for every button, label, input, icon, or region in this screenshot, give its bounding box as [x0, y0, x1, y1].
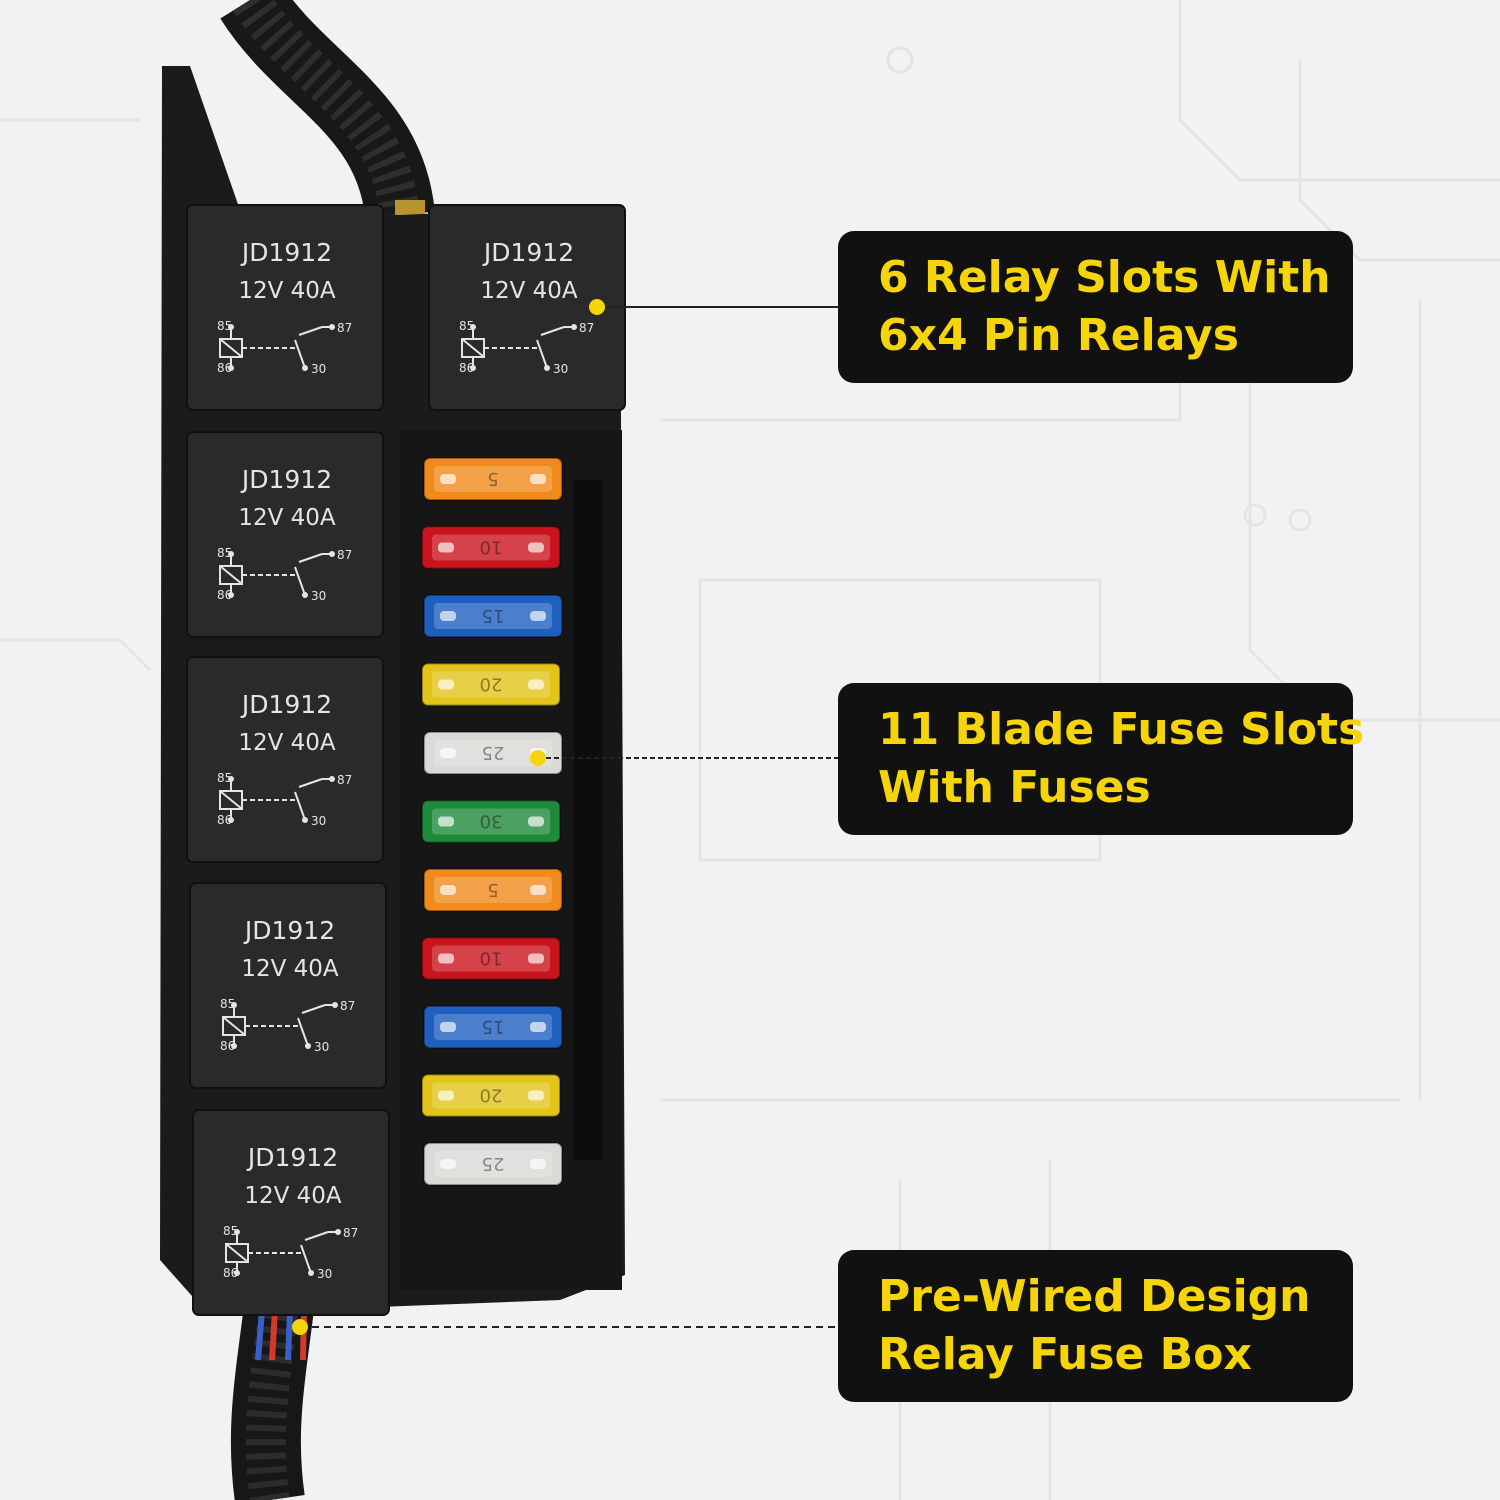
relay-model-label: JD1912 [240, 238, 332, 267]
marker-dot-fuse [530, 750, 546, 766]
callout-line: Pre-Wired Design [878, 1271, 1311, 1322]
relay-pin-label: 86 [217, 813, 232, 827]
fuse-rating-label: 10 [480, 537, 503, 558]
fuse-rating-label: 25 [482, 1153, 505, 1174]
relay-schematic-icon [219, 553, 332, 596]
callout-line: 6 Relay Slots With [878, 252, 1331, 303]
blade-fuse: 10 [421, 936, 561, 981]
callout-line: With Fuses [878, 762, 1151, 813]
relay-rating-label: 12V 40A [238, 730, 336, 756]
relay-pin-label: 85 [223, 1224, 238, 1238]
relay-model-label: JD1912 [240, 690, 332, 719]
relay-pin-label: 86 [223, 1266, 238, 1280]
relay: JD1912 12V 40A 85 86 87 30 [192, 1109, 390, 1316]
blade-fuse: 15 [423, 1005, 563, 1049]
relay-pin-label: 87 [340, 999, 355, 1013]
relay: JD1912 12V 40A 85 86 87 30 [428, 204, 626, 411]
relay-pin-label: 86 [217, 361, 232, 375]
relay-rating-label: 12V 40A [238, 278, 336, 304]
relay-schematic-icon [219, 778, 332, 821]
relay-pin-label: 85 [220, 997, 235, 1011]
relay-model-label: JD1912 [482, 238, 574, 267]
relay-rating-label: 12V 40A [241, 956, 339, 982]
relay-pin-label: 87 [343, 1226, 358, 1240]
blade-fuse: 15 [423, 594, 563, 638]
relay: JD1912 12V 40A 85 86 87 30 [186, 431, 384, 638]
callout-fuse-slots: 11 Blade Fuse Slots With Fuses [838, 683, 1365, 835]
relay-pin-label: 87 [579, 321, 594, 335]
relay-pin-label: 30 [553, 362, 568, 376]
relay-pin-label: 86 [220, 1039, 235, 1053]
blade-fuse: 20 [421, 1073, 561, 1118]
relay-pin-label: 85 [217, 546, 232, 560]
relay-pin-label: 85 [217, 771, 232, 785]
blade-fuse: 30 [421, 799, 561, 844]
callout-pre-wired: Pre-Wired Design Relay Fuse Box [838, 1250, 1353, 1402]
relay-model-label: JD1912 [240, 465, 332, 494]
fuse-rating-label: 10 [480, 948, 503, 969]
leader-lines [300, 306, 840, 1328]
blade-fuse: 5 [423, 868, 563, 912]
blade-fuse: 20 [421, 662, 561, 707]
relay-rating-label: 12V 40A [238, 505, 336, 531]
fuse-rating-label: 15 [482, 605, 505, 626]
relay: JD1912 12V 40A 85 86 87 30 [186, 204, 384, 411]
callout-line: 6x4 Pin Relays [878, 310, 1239, 361]
callout-line: 11 Blade Fuse Slots [878, 704, 1365, 755]
relay-pin-label: 86 [459, 361, 474, 375]
relay-pin-label: 30 [311, 589, 326, 603]
marker-dot-wiring [292, 1319, 308, 1335]
relay-pin-label: 87 [337, 321, 352, 335]
blade-fuse: 25 [423, 731, 563, 775]
callout-relay-slots: 6 Relay Slots With 6x4 Pin Relays [838, 231, 1353, 383]
blade-fuse: 10 [421, 525, 561, 570]
relay-pin-label: 30 [317, 1267, 332, 1281]
relay-pin-label: 87 [337, 548, 352, 562]
fuse-rating-label: 25 [482, 742, 505, 763]
relay-pin-label: 86 [217, 588, 232, 602]
relay-schematic-icon [225, 1231, 338, 1274]
fuse-group: 5 10 15 20 25 30 5 10 15 20 25 [421, 457, 563, 1186]
blade-fuse: 25 [423, 1142, 563, 1186]
fuse-rating-label: 30 [480, 811, 503, 832]
fuse-rating-label: 20 [480, 674, 503, 695]
relay-pin-label: 85 [459, 319, 474, 333]
blade-fuse: 5 [423, 457, 563, 501]
marker-dot-relay [589, 299, 605, 315]
relay-pin-label: 85 [217, 319, 232, 333]
relay-pin-label: 30 [311, 362, 326, 376]
relay-model-label: JD1912 [246, 1143, 338, 1172]
fuse-rating-label: 5 [487, 468, 498, 489]
fuse-rating-label: 20 [480, 1085, 503, 1106]
relay-pin-label: 87 [337, 773, 352, 787]
relay: JD1912 12V 40A 85 86 87 30 [186, 656, 384, 863]
fuse-rating-label: 15 [482, 1016, 505, 1037]
relay-model-label: JD1912 [243, 916, 335, 945]
relay: JD1912 12V 40A 85 86 87 30 [189, 882, 387, 1089]
relay-pin-label: 30 [311, 814, 326, 828]
fuse-rating-label: 5 [487, 879, 498, 900]
relay-rating-label: 12V 40A [480, 278, 578, 304]
callout-line: Relay Fuse Box [878, 1329, 1252, 1380]
relay-pin-label: 30 [314, 1040, 329, 1054]
relay-rating-label: 12V 40A [244, 1183, 342, 1209]
